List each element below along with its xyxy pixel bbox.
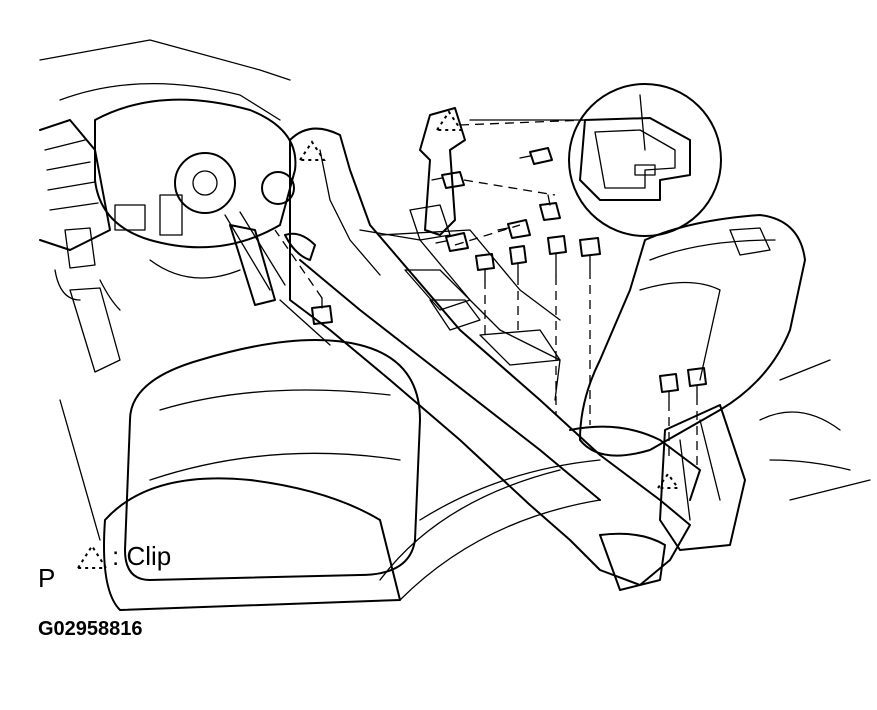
seat-illustration <box>59 299 421 611</box>
bolt-icon <box>659 373 679 403</box>
legend: P : Clip <box>38 541 171 593</box>
bolt-icon <box>475 253 495 281</box>
bolt-icon <box>435 232 469 252</box>
clip-detail-inset <box>469 83 722 237</box>
center-console-illustration <box>289 127 701 601</box>
view-letter: P <box>38 563 55 593</box>
bolt-icon <box>497 219 531 239</box>
bolt-icon <box>311 297 333 325</box>
bolt-icon <box>547 235 567 277</box>
bolt-icon <box>431 171 465 189</box>
bolt-icon <box>687 367 707 397</box>
bolt-icon <box>519 147 553 165</box>
figure-code: G02958816 <box>38 618 143 640</box>
dotted-triangle-icon <box>76 544 108 569</box>
dashboard-illustration <box>39 39 316 373</box>
bolt-icon <box>579 237 601 271</box>
bracket-and-bolts <box>274 107 707 489</box>
bolt-icon <box>539 194 561 221</box>
armrest-illustration <box>579 214 871 551</box>
bolt-icon <box>509 245 527 277</box>
clip-legend-label: : Clip <box>112 541 171 571</box>
